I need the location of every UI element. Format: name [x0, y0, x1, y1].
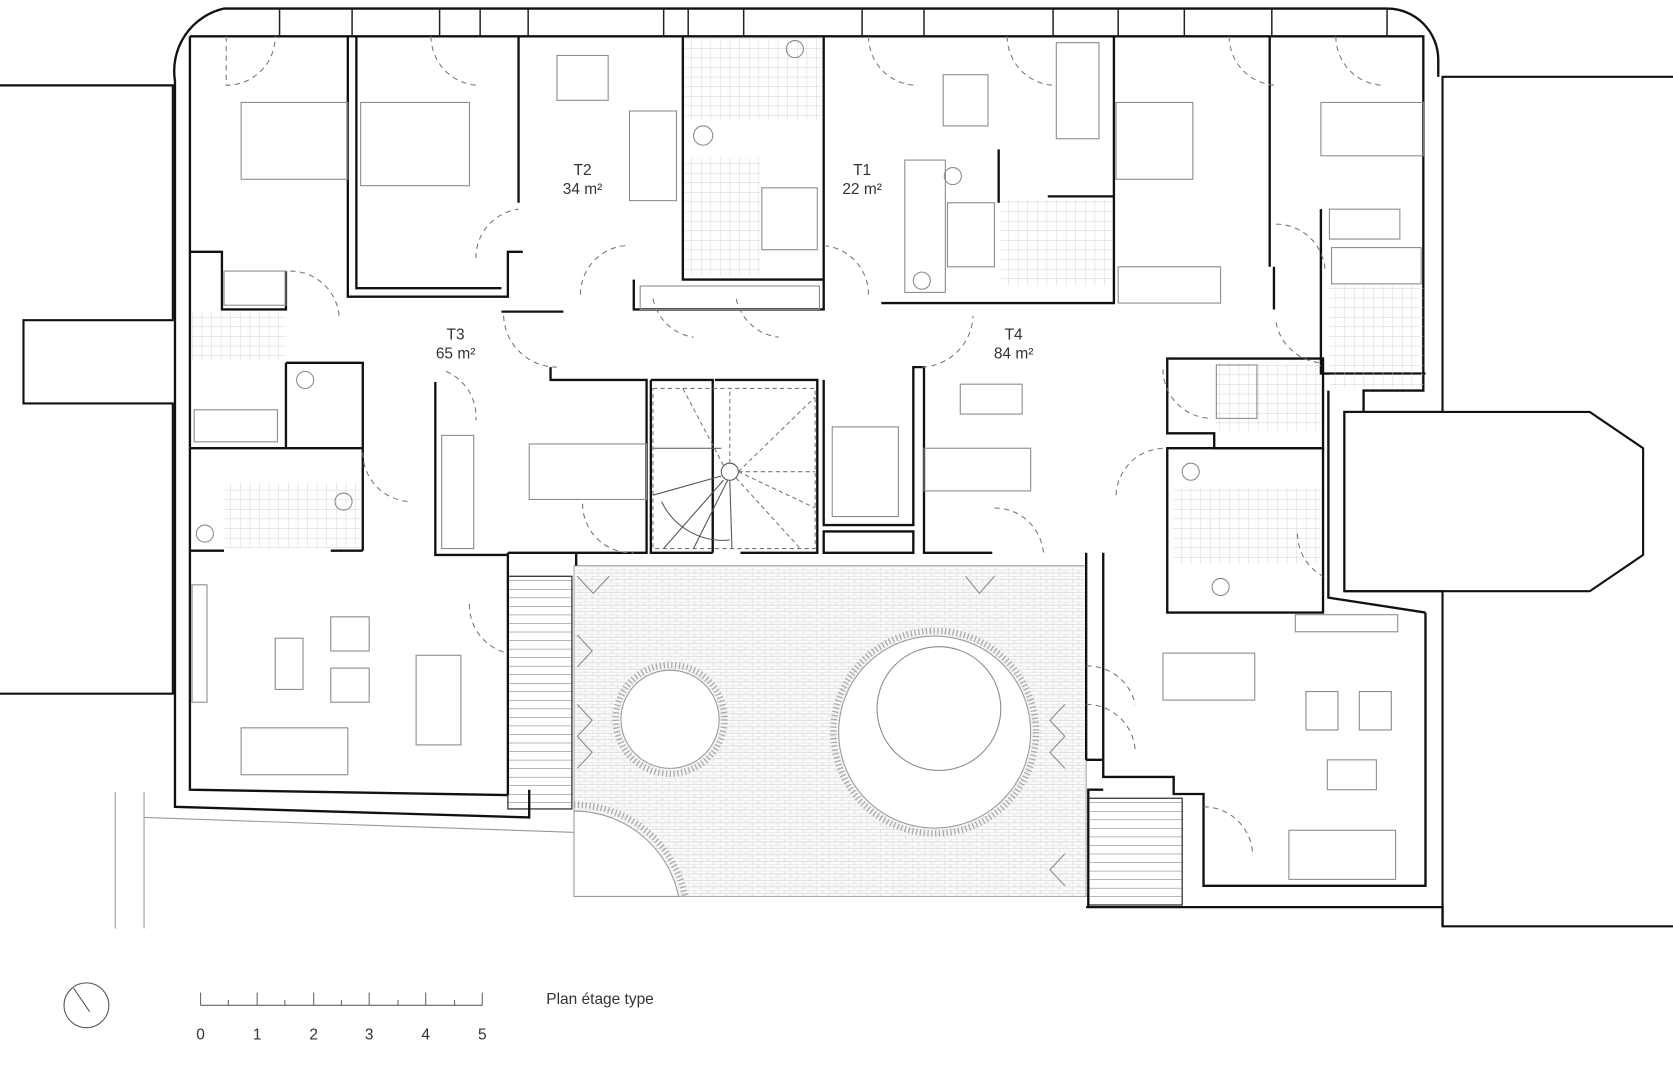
scale-bar: 0 1 2 3 4 5: [196, 992, 487, 1043]
scale-tick-5: 5: [478, 1026, 487, 1043]
unit-label-t4-name: T4: [1005, 326, 1023, 343]
north-arrow-icon: [63, 982, 110, 1029]
unit-label-t4-area: 84 m²: [994, 346, 1034, 363]
unit-label-t1-area: 22 m²: [842, 181, 882, 198]
building-walls: [173, 7, 1444, 927]
unit-label-t1-name: T1: [853, 162, 871, 179]
scale-tick-3: 3: [365, 1026, 374, 1043]
unit-labels: T2 34 m² T1 22 m² T3 65 m² T4 84 m²: [436, 162, 1034, 363]
furniture: [191, 40, 1424, 880]
unit-label-t2-area: 34 m²: [563, 181, 603, 198]
wet-rooms: [192, 38, 1424, 564]
neighbour-buildings: [0, 75, 1673, 928]
drawing-title: Plan étage type: [546, 991, 654, 1008]
unit-label-t3-name: T3: [447, 326, 465, 343]
scale-tick-0: 0: [196, 1026, 205, 1043]
decks: [507, 575, 1183, 906]
unit-label-t2-name: T2: [574, 162, 592, 179]
stair: [652, 387, 816, 550]
courtyard: [573, 565, 1087, 898]
doors: [225, 36, 1385, 856]
unit-label-t3-area: 65 m²: [436, 346, 476, 363]
scale-tick-2: 2: [309, 1026, 318, 1043]
scale-tick-4: 4: [421, 1026, 430, 1043]
scale-tick-1: 1: [253, 1026, 262, 1043]
